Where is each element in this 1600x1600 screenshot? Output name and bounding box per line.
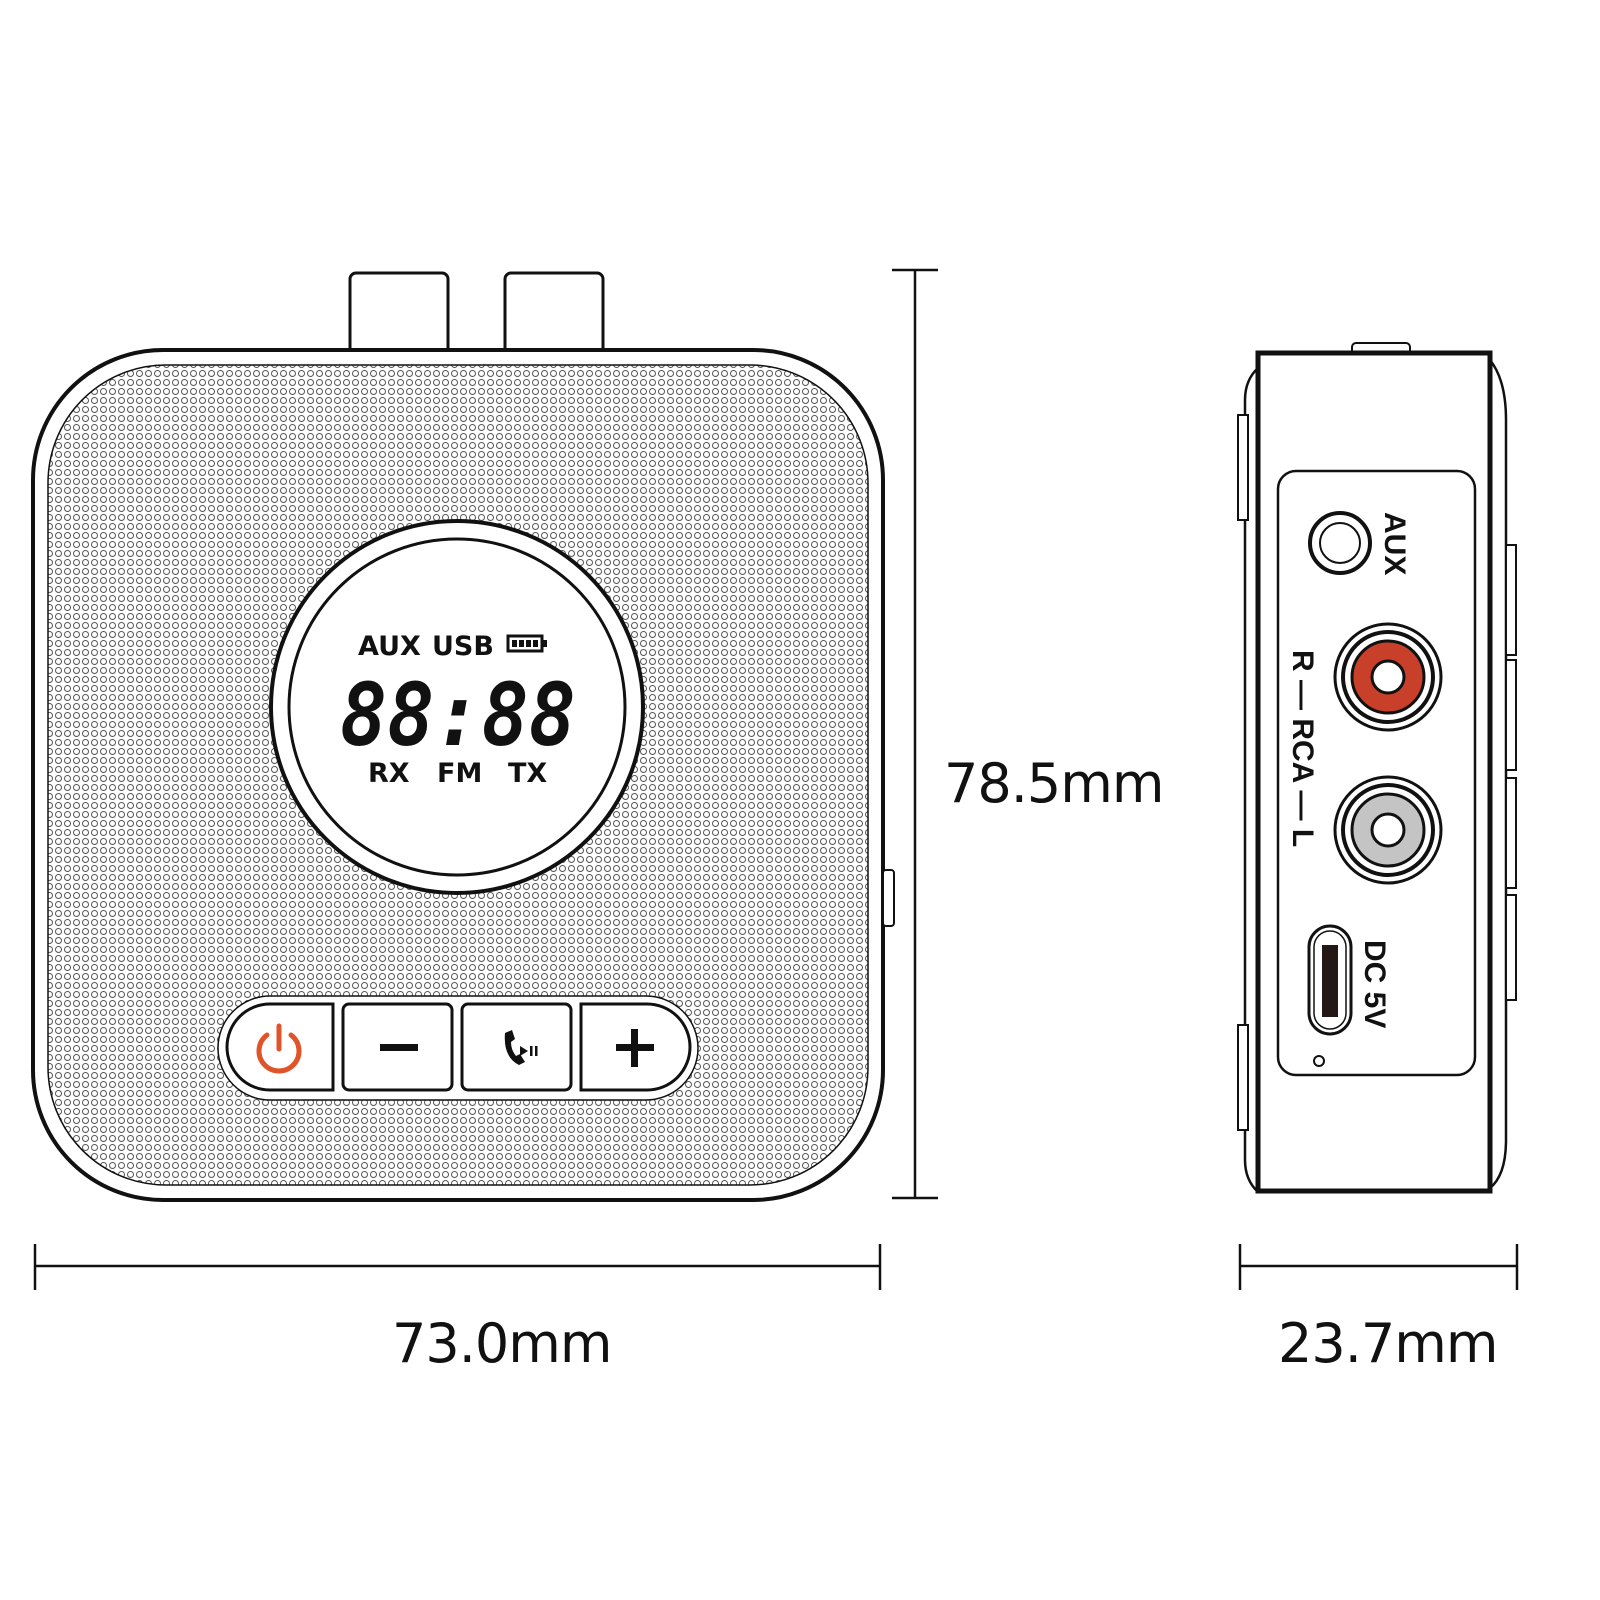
lcd-label-fm: FM bbox=[437, 758, 482, 789]
control-buttons bbox=[217, 995, 699, 1101]
depth-dimension-label: 23.7mm bbox=[1278, 1312, 1498, 1375]
power-button[interactable] bbox=[225, 1002, 335, 1092]
aux-port bbox=[1308, 511, 1372, 575]
volume-down-button[interactable] bbox=[341, 1002, 454, 1092]
side-button bbox=[882, 869, 895, 927]
call-play-pause-button[interactable] bbox=[460, 1002, 573, 1092]
rca-right-port bbox=[1333, 622, 1443, 732]
display-window bbox=[287, 537, 627, 877]
height-dimension-line bbox=[892, 268, 938, 1200]
front-view bbox=[31, 271, 895, 1202]
usb-c-port bbox=[1307, 924, 1353, 1036]
rca-label: R — RCA — L bbox=[1286, 650, 1319, 847]
lcd-label-rx: RX bbox=[368, 758, 410, 789]
aux-label: AUX bbox=[1378, 512, 1411, 575]
volume-up-button[interactable] bbox=[579, 1002, 692, 1092]
height-dimension-label: 78.5mm bbox=[944, 752, 1164, 815]
port-panel bbox=[1276, 469, 1477, 1077]
battery-full-icon bbox=[506, 634, 547, 653]
power-icon bbox=[256, 1023, 302, 1074]
lcd-display: AUX USB 88:88 RX FM TX bbox=[340, 631, 576, 789]
width-dimension-label: 73.0mm bbox=[392, 1312, 612, 1375]
rca-left-port bbox=[1333, 775, 1443, 885]
lcd-label-usb: USB bbox=[432, 631, 494, 662]
depth-dimension-line bbox=[1238, 1244, 1519, 1290]
lcd-label-aux: AUX bbox=[358, 631, 421, 662]
lcd-label-tx: TX bbox=[508, 758, 547, 789]
lcd-digits: 88:88 bbox=[340, 666, 576, 766]
width-dimension-line bbox=[33, 1244, 882, 1290]
plus-icon bbox=[616, 1029, 654, 1067]
minus-icon bbox=[380, 1044, 418, 1051]
status-led bbox=[1313, 1055, 1325, 1067]
call-play-pause-icon bbox=[504, 1030, 538, 1065]
side-view bbox=[1237, 342, 1517, 1194]
dc-label: DC 5V bbox=[1358, 940, 1391, 1028]
